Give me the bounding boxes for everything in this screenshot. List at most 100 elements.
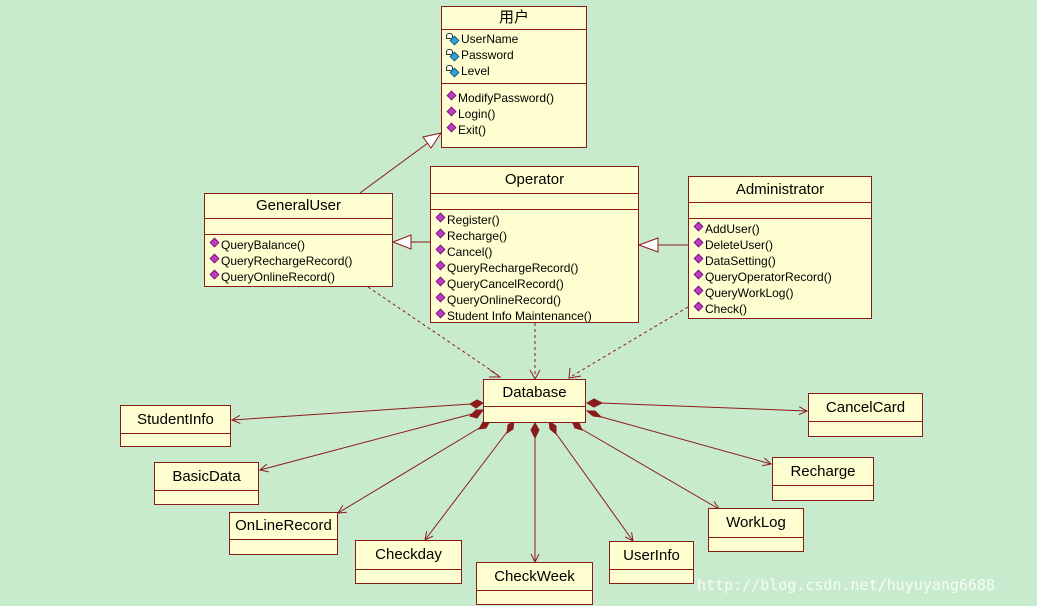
public-operation-icon <box>209 269 220 279</box>
class-name: UserInfo <box>610 542 693 570</box>
class-name: BasicData <box>155 463 258 491</box>
public-operation-icon <box>446 106 457 116</box>
diamond-basicdata <box>469 409 484 419</box>
operation-item: QueryCancelRecord() <box>435 276 638 292</box>
diamond-cancelcard <box>585 398 604 408</box>
public-operation-icon <box>693 221 704 231</box>
public-operation-icon <box>435 244 446 254</box>
public-operation-icon <box>435 276 446 286</box>
composition-cancelcard <box>599 402 807 411</box>
generalization-generaluser-user <box>359 139 433 194</box>
operation-item: QueryBalance() <box>209 237 392 253</box>
class-cancelcard[interactable]: CancelCard <box>808 393 923 437</box>
attributes-section <box>431 194 638 210</box>
class-worklog[interactable]: WorkLog <box>708 508 804 552</box>
public-operation-icon <box>693 237 704 247</box>
diamond-checkday <box>506 419 515 435</box>
operation-item: QueryRechargeRecord() <box>209 253 392 269</box>
generalization-arrowhead-generaluser <box>391 234 412 250</box>
attributes-section: UserName Password Level <box>442 30 586 84</box>
public-operation-icon <box>446 90 457 100</box>
class-onlinerecord[interactable]: OnLineRecord <box>229 512 338 555</box>
operation-item: QueryOnlineRecord() <box>209 269 392 285</box>
generalization-arrowhead-user <box>422 132 443 149</box>
class-studentinfo[interactable]: StudentInfo <box>120 405 231 447</box>
operation-item: Check() <box>693 301 871 317</box>
class-database[interactable]: Database <box>483 379 586 423</box>
operation-item: Register() <box>435 212 638 228</box>
operation-item: DataSetting() <box>693 253 871 269</box>
operation-item: Cancel() <box>435 244 638 260</box>
class-name: StudentInfo <box>121 406 230 434</box>
composition-basicdata <box>260 413 473 470</box>
public-operation-icon <box>435 260 446 270</box>
class-name: CancelCard <box>809 394 922 422</box>
class-name: Checkday <box>356 541 461 570</box>
class-operator[interactable]: Operator Register() Recharge() Cancel() … <box>430 166 639 323</box>
class-name: WorkLog <box>709 509 803 538</box>
public-operation-icon <box>693 285 704 295</box>
class-user[interactable]: 用户 UserName Password Level ModifyPasswor… <box>441 6 587 148</box>
class-name: Database <box>484 380 585 407</box>
class-name: CheckWeek <box>477 563 592 591</box>
operation-item: QueryOnlineRecord() <box>435 292 638 308</box>
operation-item: QueryWorkLog() <box>693 285 871 301</box>
class-name: GeneralUser <box>205 194 392 219</box>
watermark: http://blog.csdn.net/huyuyang6688 <box>697 576 996 594</box>
operation-item: AddUser() <box>693 221 871 237</box>
diamond-studentinfo <box>469 399 484 409</box>
operation-item: Recharge() <box>435 228 638 244</box>
attribute-item: UserName <box>446 31 586 47</box>
operation-item: Login() <box>446 106 586 122</box>
composition-recharge <box>597 415 771 464</box>
class-name: 用户 <box>442 7 586 30</box>
operation-item: Student Info Maintenance() <box>435 308 638 324</box>
public-operation-icon <box>693 269 704 279</box>
class-administrator[interactable]: Administrator AddUser() DeleteUser() Dat… <box>688 176 872 319</box>
class-recharge[interactable]: Recharge <box>772 457 874 501</box>
operations-section: Register() Recharge() Cancel() QueryRech… <box>431 210 638 328</box>
public-operation-icon <box>435 228 446 238</box>
generalization-arrowhead-operator <box>637 237 659 253</box>
composition-userinfo <box>554 431 633 541</box>
composition-checkday <box>425 431 508 540</box>
attribute-item: Level <box>446 63 586 79</box>
class-name: OnLineRecord <box>230 513 337 540</box>
private-attribute-icon <box>446 49 460 62</box>
public-operation-icon <box>693 253 704 263</box>
public-operation-icon <box>693 301 704 311</box>
class-name: Operator <box>431 167 638 194</box>
diamond-checkweek <box>530 421 540 440</box>
class-checkday[interactable]: Checkday <box>355 540 462 584</box>
dependency-administrator-database <box>571 306 689 377</box>
composition-studentinfo <box>232 403 472 420</box>
public-operation-icon <box>209 253 220 263</box>
public-operation-icon <box>209 237 220 247</box>
private-attribute-icon <box>446 33 460 46</box>
diamond-recharge <box>585 410 603 418</box>
public-operation-icon <box>435 212 446 222</box>
operation-item: QueryRechargeRecord() <box>435 260 638 276</box>
operation-item: DeleteUser() <box>693 237 871 253</box>
composition-worklog <box>577 426 719 509</box>
attributes-section <box>205 219 392 235</box>
attribute-item: Password <box>446 47 586 63</box>
public-operation-icon <box>435 308 446 318</box>
private-attribute-icon <box>446 65 460 78</box>
operations-section: ModifyPassword() Login() Exit() <box>442 84 586 142</box>
class-checkweek[interactable]: CheckWeek <box>476 562 593 605</box>
composition-onlinerecord <box>338 426 482 513</box>
class-userinfo[interactable]: UserInfo <box>609 541 694 584</box>
public-operation-icon <box>435 292 446 302</box>
class-basicdata[interactable]: BasicData <box>154 462 259 505</box>
operation-item: QueryOperatorRecord() <box>693 269 871 285</box>
operation-item: ModifyPassword() <box>446 90 586 106</box>
attributes-section <box>689 203 871 219</box>
operation-item: Exit() <box>446 122 586 138</box>
dependency-generaluser-database <box>367 286 499 376</box>
class-name: Recharge <box>773 458 873 486</box>
class-generaluser[interactable]: GeneralUser QueryBalance() QueryRecharge… <box>204 193 393 287</box>
operations-section: AddUser() DeleteUser() DataSetting() Que… <box>689 219 871 321</box>
public-operation-icon <box>446 122 457 132</box>
diamond-userinfo <box>548 419 557 436</box>
